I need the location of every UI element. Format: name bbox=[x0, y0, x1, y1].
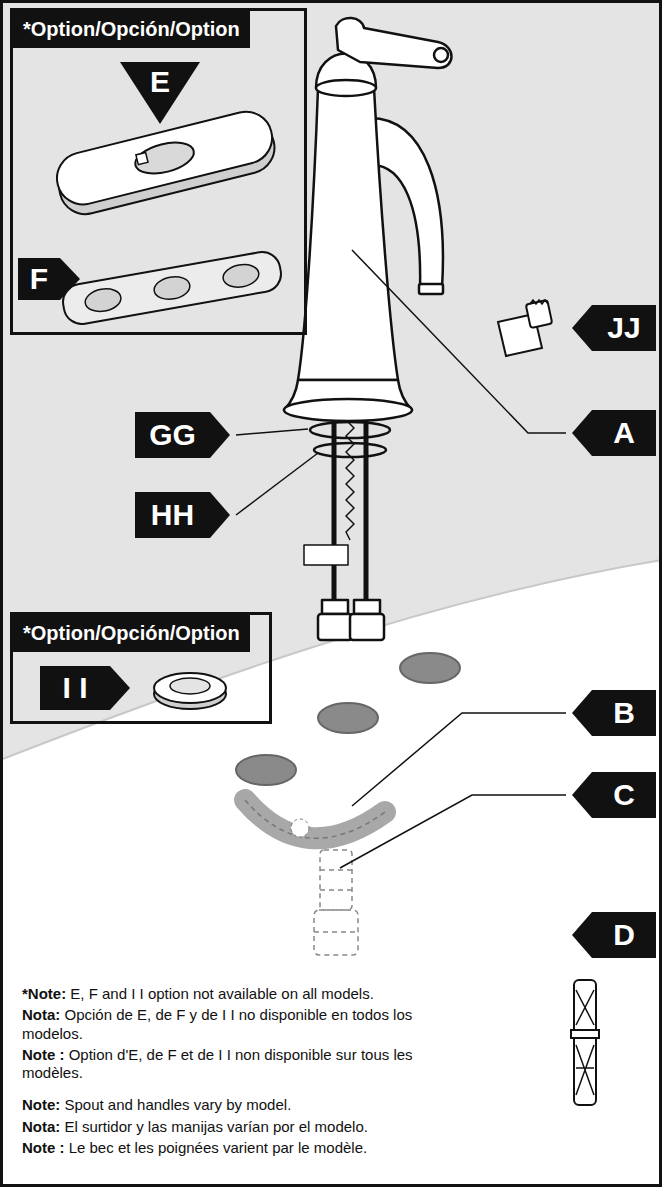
note-text: Spout and handles vary by model. bbox=[65, 1096, 292, 1113]
deck-plate bbox=[51, 106, 279, 219]
note-line: Nota: Opción de E, de F y de I I no disp… bbox=[22, 1006, 432, 1043]
callout-letter-text: HH bbox=[151, 500, 194, 530]
callout-letter: E bbox=[120, 62, 200, 124]
cartridge-key bbox=[498, 300, 552, 356]
callout-letter: JJ bbox=[572, 305, 656, 351]
note-text: Le bec et les poignées varient par le mo… bbox=[69, 1139, 368, 1156]
faucet bbox=[284, 18, 452, 640]
option-panel: I I *Option/Opción/Option bbox=[10, 612, 272, 724]
callout-shape bbox=[572, 690, 656, 736]
note-heading: Nota: bbox=[22, 1118, 60, 1135]
callout-letter: I I bbox=[40, 666, 130, 710]
callout-letter: D bbox=[572, 912, 656, 958]
callout-letter-text: GG bbox=[149, 420, 196, 450]
callout-letter: C bbox=[572, 772, 656, 818]
note-heading: Note : bbox=[22, 1046, 65, 1063]
callout-letter: GG bbox=[135, 412, 230, 458]
note-heading: *Note: bbox=[22, 985, 66, 1002]
wrench bbox=[245, 800, 385, 838]
note-text: Option d'E, de F et de I I non disponibl… bbox=[22, 1046, 413, 1081]
deck-gasket bbox=[60, 249, 284, 327]
note-line: *Note: E, F and I I option not available… bbox=[22, 985, 432, 1003]
callout-letter-text: C bbox=[613, 780, 635, 810]
callout-shape bbox=[120, 62, 200, 124]
callout-letter-text: A bbox=[613, 418, 635, 448]
sink-hole bbox=[400, 653, 460, 683]
leader-lines bbox=[236, 250, 566, 868]
note-line: Note : Option d'E, de F et de I I non di… bbox=[22, 1046, 432, 1083]
o-ring bbox=[310, 422, 390, 438]
note-line: Note : Le bec et les poignées varient pa… bbox=[22, 1139, 432, 1157]
option-heading: *Option/Opción/Option bbox=[13, 11, 250, 48]
note-line: Note: Spout and handles vary by model. bbox=[22, 1096, 432, 1114]
callout-shape bbox=[18, 258, 80, 300]
callout-letter: B bbox=[572, 690, 656, 736]
countertop bbox=[0, 560, 662, 1187]
callout-shape bbox=[572, 410, 656, 456]
option-panel: E F *Option/Opción/Option bbox=[10, 8, 307, 335]
sink-hole bbox=[236, 755, 296, 785]
callout-letter: F bbox=[18, 258, 80, 300]
mounting-nut bbox=[314, 850, 358, 955]
installation-tool bbox=[571, 980, 599, 1105]
flange-ring bbox=[154, 673, 226, 709]
wrench-notch bbox=[291, 819, 309, 837]
callout-letter: HH bbox=[135, 492, 230, 538]
callout-letter: A bbox=[572, 410, 656, 456]
callout-letter-text: JJ bbox=[607, 313, 640, 343]
callout-letter-text: F bbox=[30, 264, 48, 294]
sink-hole bbox=[318, 703, 378, 733]
note-text: Opción de E, de F y de I I no disponible… bbox=[22, 1006, 412, 1041]
callout-shape bbox=[572, 912, 656, 958]
note-heading: Nota: bbox=[22, 1006, 60, 1023]
callout-shape bbox=[135, 492, 230, 538]
callout-letter-text: B bbox=[613, 698, 635, 728]
callout-shape bbox=[572, 305, 656, 351]
callout-letter-text: I I bbox=[62, 673, 87, 703]
option-heading: *Option/Opción/Option bbox=[13, 615, 250, 652]
wrench-outline bbox=[245, 800, 385, 838]
note-heading: Note : bbox=[22, 1139, 65, 1156]
callout-shape bbox=[18, 258, 80, 300]
gasket-ring bbox=[314, 443, 386, 457]
callout-shape bbox=[135, 412, 230, 458]
note-text: El surtidor y las manijas varían por el … bbox=[65, 1118, 368, 1135]
note-text: E, F and I I option not available on all… bbox=[70, 985, 374, 1002]
callout-letter-text: D bbox=[613, 920, 635, 950]
note-line: Nota: El surtidor y las manijas varían p… bbox=[22, 1118, 432, 1136]
note-heading: Note: bbox=[22, 1096, 60, 1113]
notes: *Note: E, F and I I option not available… bbox=[22, 985, 432, 1160]
callout-shape bbox=[572, 772, 656, 818]
callout-shape bbox=[40, 666, 130, 710]
callout-letter-text: E bbox=[150, 67, 170, 97]
